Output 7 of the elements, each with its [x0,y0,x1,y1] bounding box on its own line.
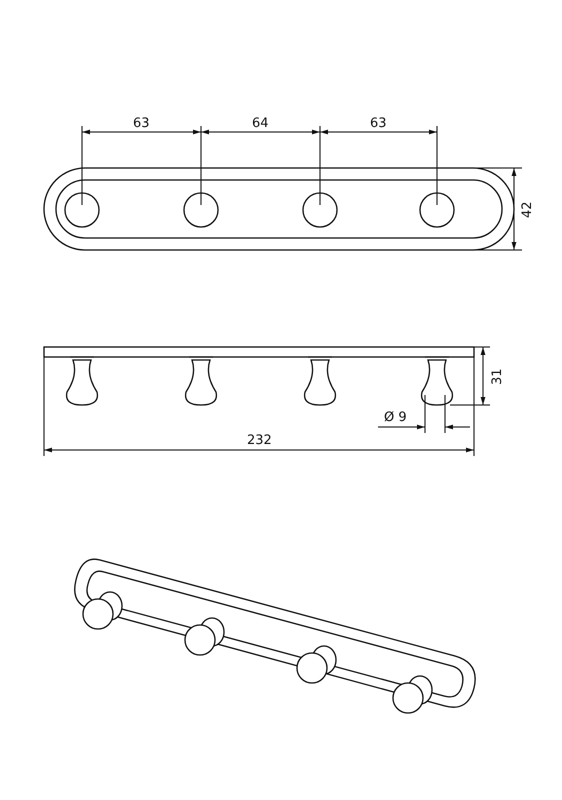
dimension-label: 42 [520,201,535,218]
dimension-label: 31 [490,368,505,385]
dimension-label: 63 [370,116,387,131]
dimension-label: 64 [252,116,269,131]
dimension-label: 63 [133,116,150,131]
dimension-label: Ø 9 [384,410,407,425]
dimension-label: 232 [247,433,272,448]
